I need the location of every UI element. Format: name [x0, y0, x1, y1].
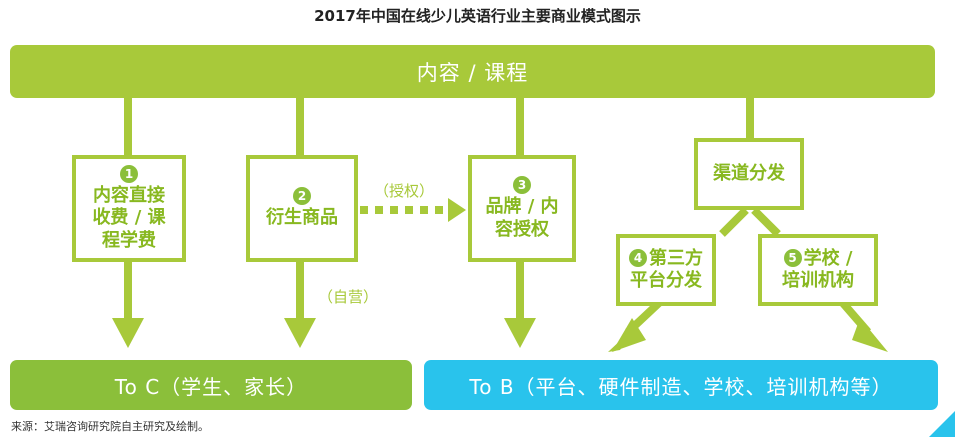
box-brand-line-1: 品牌 / 内	[485, 196, 559, 217]
number-badge-4: 4	[629, 248, 647, 267]
number-badge-2: 2	[293, 187, 311, 206]
number-badge-1: 1	[120, 164, 138, 183]
to-b-bar: To B（平台、硬件制造、学校、培训机构等）	[424, 360, 938, 410]
number-badge-3: 3	[513, 176, 531, 194]
self-run-note: （自营）	[318, 288, 379, 306]
split-line-left	[719, 207, 749, 237]
split-line-right	[751, 207, 781, 237]
box-third-party-line-1-text: 第三方	[649, 247, 703, 269]
source-note: 来源：艾瑞咨询研究院自主研究及绘制。	[11, 420, 209, 433]
box-school-line-1-text: 学校 /	[803, 247, 853, 269]
connector-top-1	[124, 98, 132, 158]
arrow-head-2	[284, 318, 316, 348]
box-channel-line-1: 渠道分发	[713, 162, 785, 184]
license-note: （授权）	[374, 182, 435, 200]
to-c-label: To C（学生、家长）	[114, 374, 308, 399]
box-direct-fee: 1 内容直接 收费 / 课 程学费	[72, 155, 186, 262]
diag-arrow-left-head-2	[612, 318, 646, 352]
box-direct-line-1: 内容直接	[92, 184, 165, 206]
content-course-label: 内容 / 课程	[416, 60, 529, 85]
diagram-title: 2017年中国在线少儿英语行业主要商业模式图示	[314, 7, 641, 25]
arrow-shaft-3	[516, 262, 524, 324]
content-course-bar: 内容 / 课程	[10, 45, 935, 98]
arrow-head-3	[504, 318, 536, 348]
box-derivative-goods: 2 衍生商品	[246, 155, 358, 262]
to-c-bar: To C（学生、家长）	[10, 360, 412, 410]
box-brand-license: 3 品牌 / 内 容授权	[468, 155, 576, 262]
box-school-line-2: 培训机构	[782, 270, 854, 291]
diag-arrow-right-head	[852, 318, 888, 352]
box-direct-line-3: 程学费	[101, 229, 156, 251]
box-derivative-line-1: 衍生商品	[266, 207, 338, 229]
box-direct-line-2: 收费 / 课	[92, 207, 166, 229]
corner-decoration	[929, 411, 955, 437]
box-third-party-line-2: 平台分发	[630, 270, 702, 291]
box-brand-line-2: 容授权	[494, 218, 549, 240]
arrow-shaft-2	[296, 262, 304, 324]
license-arrow-head	[448, 198, 466, 222]
connector-top-2	[296, 98, 304, 158]
box-channel-distribution: 渠道分发	[694, 138, 804, 210]
arrow-shaft-1	[124, 262, 132, 324]
number-badge-5: 5	[783, 248, 802, 267]
connector-top-4	[746, 98, 754, 138]
to-b-label: To B（平台、硬件制造、学校、培训机构等）	[469, 374, 893, 399]
connector-top-3	[516, 98, 524, 158]
arrow-head-1	[112, 318, 144, 348]
